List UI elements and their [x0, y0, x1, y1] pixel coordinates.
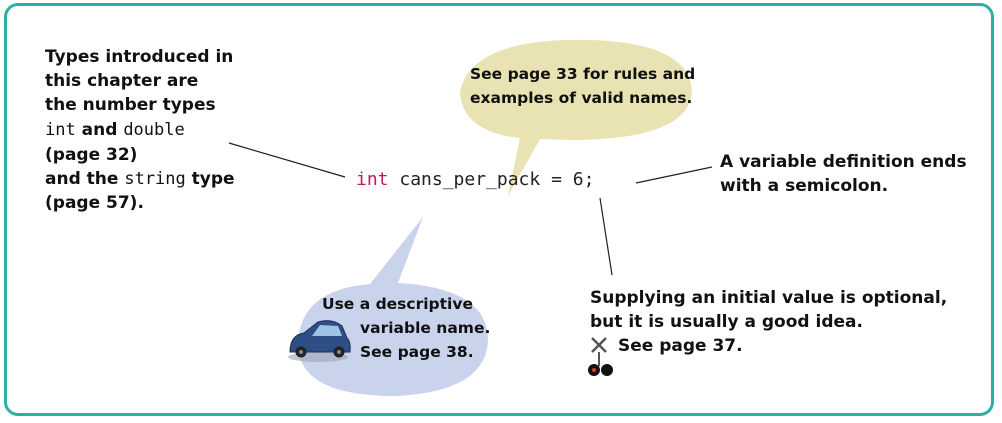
left-note-line-3: the number types — [45, 95, 216, 115]
and-the-words: and the — [45, 169, 125, 189]
left-note-line-7: (page 57). — [45, 193, 144, 213]
left-note-line-1: Types introduced in — [45, 47, 234, 67]
bottom-bubble-line-1: Use a descriptive — [322, 295, 473, 313]
type-double: double — [123, 120, 185, 140]
left-note-line-6: and the string type — [45, 167, 235, 191]
type-string: string — [124, 169, 186, 189]
type-word: type — [185, 169, 235, 189]
code-keyword: int — [356, 169, 389, 190]
top-speech-bubble — [460, 39, 692, 196]
type-int: int — [45, 120, 76, 140]
value-connector-line — [599, 197, 613, 276]
code-statement: cans_per_pack = 6; — [388, 169, 595, 190]
left-note-line-4: int and double — [45, 118, 185, 142]
initial-value-line-3: See page 37. — [618, 336, 743, 356]
left-connector-line — [228, 142, 346, 178]
code-line: int cans_per_pack = 6; — [356, 169, 594, 190]
bottom-bubble-line-2: variable name. — [360, 319, 491, 337]
top-bubble-line-2: examples of valid names. — [470, 89, 693, 107]
right-connector-line — [635, 166, 713, 184]
left-note-line-5: (page 32) — [45, 145, 138, 165]
bottom-bubble-line-3: See page 38. — [360, 343, 474, 361]
top-bubble-line-1: See page 33 for rules and — [470, 65, 696, 83]
initial-value-line-2: but it is usually a good idea. — [590, 312, 863, 332]
left-note-line-2: this chapter are — [45, 71, 199, 91]
right-note-line-1: A variable definition ends — [720, 152, 967, 172]
right-note-line-2: with a semicolon. — [720, 176, 889, 196]
car-icon — [288, 320, 351, 362]
initial-value-line-1: Supplying an initial value is optional, — [590, 288, 948, 308]
and-word: and — [75, 120, 124, 140]
railroad-crossing-icon — [588, 337, 613, 376]
